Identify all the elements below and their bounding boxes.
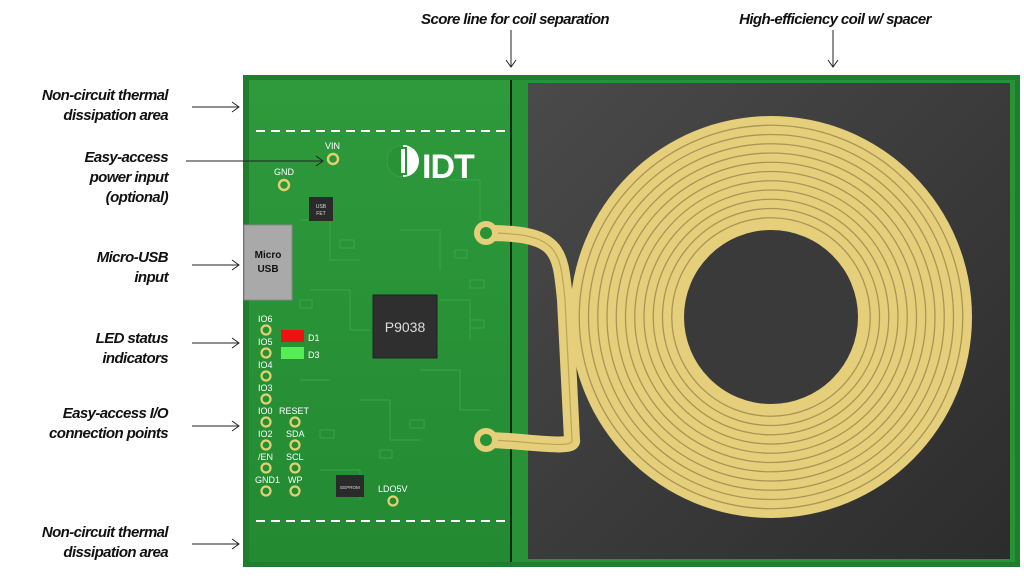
usb-fet-label-2: FET	[316, 211, 325, 217]
pad-label-gnd1: GND1	[255, 475, 280, 485]
pad-io0	[260, 416, 272, 428]
coil-turn	[652, 198, 890, 436]
label-thermal-bottom-line1: Non-circuit thermal	[41, 524, 169, 541]
arrow-power	[186, 155, 324, 167]
led-label-d3: D3	[308, 350, 320, 360]
logo-text: IDT	[422, 148, 475, 186]
coil-center	[684, 230, 858, 404]
pad-label-io5: IO5	[258, 337, 273, 347]
label-led-line2: indicators	[102, 350, 168, 367]
arrow-score-line	[505, 30, 517, 68]
label-micro-usb: Micro-USB input	[0, 248, 169, 288]
pad-label-io3: IO3	[258, 383, 273, 393]
p9038-chip	[372, 294, 438, 359]
label-power-line3: (optional)	[105, 189, 169, 206]
coil-turn	[634, 180, 908, 454]
label-power-input: Easy-access power input (optional)	[0, 148, 169, 208]
usb-fet-label-1: USB	[316, 204, 327, 210]
pad-label-en: /EN	[258, 452, 273, 462]
arrow-io	[192, 420, 240, 432]
pad-label-io0: IO0	[258, 406, 273, 416]
label-led-line1: LED status	[95, 330, 169, 347]
pad-label-scl: SCL	[286, 452, 304, 462]
pad-io4	[260, 370, 272, 382]
coil-turn	[671, 217, 871, 417]
label-usb-line1: Micro-USB	[96, 249, 169, 266]
pad-ldo5v	[387, 495, 399, 507]
micro-usb-label-1: Micro	[255, 250, 282, 261]
chip-label: P9038	[385, 319, 426, 335]
label-score-line: Score line for coil separation	[421, 11, 610, 28]
pad-io2	[260, 439, 272, 451]
pad-gnd	[277, 178, 291, 192]
label-io-line1: Easy-access I/O	[62, 405, 169, 422]
label-thermal-bottom-line2: dissipation area	[63, 544, 168, 561]
pad-label-wp: WP	[288, 475, 303, 485]
pad-reset	[289, 416, 301, 428]
idt-logo: IDT	[387, 145, 476, 186]
label-thermal-bottom: Non-circuit thermal dissipation area	[0, 523, 169, 563]
coil-turn	[578, 124, 964, 510]
label-led-status: LED status indicators	[0, 329, 169, 369]
label-io-points: Easy-access I/O connection points	[0, 404, 169, 444]
pad-io6	[260, 324, 272, 336]
pad-label-io4: IO4	[258, 360, 273, 370]
annotation-arrows	[186, 30, 839, 550]
pad-label-ldo5v: LDO5V	[378, 484, 408, 494]
pad-en	[260, 462, 272, 474]
arrow-thermal-bottom	[192, 538, 240, 550]
label-power-line1: Easy-access	[84, 149, 169, 166]
coil-turn	[597, 143, 945, 491]
label-power-line2: power input	[89, 169, 169, 186]
pad-io3	[260, 393, 272, 405]
arrow-coil	[827, 30, 839, 68]
eeprom-chip	[336, 475, 364, 497]
coil-turn	[661, 207, 881, 427]
pad-label-io6: IO6	[258, 314, 273, 324]
pad-io5	[260, 347, 272, 359]
pad-label-vin: VIN	[325, 141, 340, 151]
pad-wp	[289, 485, 301, 497]
micro-usb-label-2: USB	[257, 264, 278, 275]
label-io-line2: connection points	[49, 425, 169, 442]
pad-label-io2: IO2	[258, 429, 273, 439]
pad-scl	[289, 462, 301, 474]
label-coil: High-efficiency coil w/ spacer	[739, 11, 931, 28]
coil-turn	[606, 152, 936, 482]
pad-label-sda: SDA	[286, 429, 305, 439]
pad-sda	[289, 439, 301, 451]
label-usb-line2: input	[134, 269, 168, 286]
coil-terminal-bottom-hole	[480, 434, 492, 446]
led-label-d1: D1	[308, 333, 320, 343]
micro-usb-connector	[243, 224, 293, 301]
label-thermal-top: Non-circuit thermal dissipation area	[0, 86, 169, 126]
pad-label-gnd: GND	[274, 167, 295, 177]
arrow-thermal-top	[192, 101, 240, 113]
eeprom-label: EEPROM	[340, 485, 360, 490]
pad-gnd1	[260, 485, 272, 497]
led-d3-green	[281, 347, 304, 359]
pad-label-reset: RESET	[279, 406, 310, 416]
arrow-led	[192, 337, 240, 349]
coil-turn	[615, 161, 927, 473]
label-thermal-top-line2: dissipation area	[63, 107, 168, 124]
coil-turn	[643, 189, 899, 445]
pad-vin	[326, 152, 340, 166]
io-pad-column: IO6 IO5 IO4 IO3 IO0 IO2 /EN GND1	[255, 314, 280, 497]
led-d1-red	[281, 330, 304, 342]
coil-terminal-top-hole	[480, 227, 492, 239]
usb-fet	[309, 197, 333, 221]
coil-turn	[587, 133, 955, 501]
coil-leads	[485, 225, 580, 453]
arrow-usb	[192, 259, 240, 271]
label-thermal-top-line1: Non-circuit thermal	[41, 87, 169, 104]
coil-turn	[624, 170, 918, 464]
control-pad-column: RESET SDA SCL WP	[279, 406, 310, 497]
